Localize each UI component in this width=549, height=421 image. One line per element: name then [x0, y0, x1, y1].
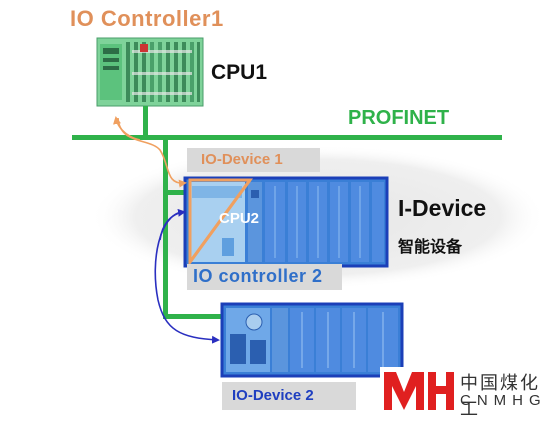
io-device1-tag: IO-Device 1 — [187, 148, 320, 172]
i-device-label: I-Device — [398, 195, 487, 221]
io-device2-station — [220, 302, 404, 378]
cnmhg-logo-mark — [380, 367, 456, 414]
io-controller1-arrow-head — [113, 116, 141, 141]
profinet-label: PROFINET — [348, 107, 450, 129]
logo-chinese-text: 中国煤化工 — [460, 373, 540, 420]
io-device1-label: IO-Device 1 — [201, 151, 283, 168]
logo-english-text: CNMHG — [460, 392, 547, 409]
cpu2-label: CPU2 — [219, 210, 260, 227]
io-controller1-label: IO Controller1 — [70, 6, 224, 31]
io-controller2-label: IO controller 2 — [193, 266, 323, 286]
profinet-network — [72, 106, 502, 319]
cpu2-rack — [183, 176, 389, 268]
i-device-chinese-label: 智能设备 — [398, 239, 463, 256]
io-controller2-arrow-head — [159, 208, 186, 241]
cpu1-module — [96, 37, 204, 107]
io-controller2-tag: IO controller 2 — [187, 264, 342, 290]
cpu1-label: CPU1 — [211, 61, 268, 84]
io-device2-tag: IO-Device 2 — [222, 382, 356, 410]
io-device2-label: IO-Device 2 — [232, 387, 314, 404]
